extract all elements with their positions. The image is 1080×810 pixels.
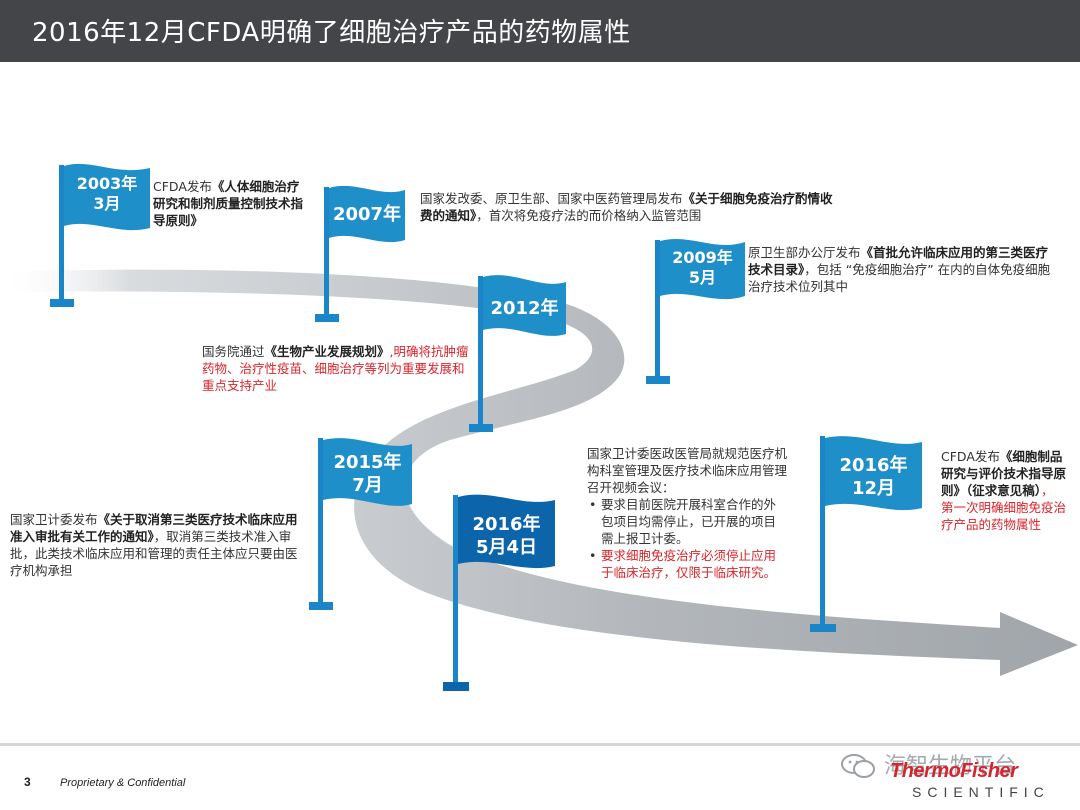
flag-pole [646, 376, 670, 384]
flag-pole [50, 299, 74, 307]
flag-year: 2016年 [472, 514, 541, 535]
flag-label-2015: 2015年 7月 [323, 452, 412, 497]
flag-year: 2016年 [839, 455, 908, 476]
flag-month: 5月4日 [475, 536, 538, 558]
page-title: 2016年12月CFDA明确了细胞治疗产品的药物属性 [32, 18, 631, 48]
desc-intro: 国家卫计委医政医管局就规范医疗机构科室管理及医疗技术临床应用管理召开视频会议： [587, 446, 788, 495]
flag-year: 2012年 [490, 298, 559, 319]
flag-year: 2007年 [332, 204, 402, 225]
flag-2015-7 [323, 438, 412, 506]
highlight-text: ，第一次明确细胞免疫治疗产品的药物属性 [941, 483, 1067, 532]
page-number: 3 [24, 775, 31, 789]
flag-month: 12月 [851, 477, 896, 499]
brand-logo: ThermoFisher [890, 760, 1018, 782]
flag-pole [315, 314, 339, 322]
desc-text: ，包括 “免疫细胞治疗” 在内的自体免疫细胞治疗技术位列其中 [748, 262, 1051, 294]
flag-2012 [483, 275, 566, 336]
brand-subtitle: SCIENTIFIC [912, 784, 1050, 800]
confidential-notice: Proprietary & Confidential [60, 777, 186, 789]
flag-pole [324, 187, 329, 318]
desc-text: 原卫生部办公厅发布 [748, 245, 861, 260]
flag-year: 2009年 [672, 248, 733, 267]
title-bar: 2016年12月CFDA明确了细胞治疗产品的药物属性 [0, 0, 1080, 62]
flag-pole [59, 165, 64, 303]
doc-title: 《关于取消第三类医疗技术临床应用准入审批有关工作的通知》 [10, 512, 298, 544]
event-desc-2016-dec: CFDA发布《细胞制品研究与评价技术指导原则》（征求意见稿），第一次明确细胞免疫… [941, 448, 1066, 533]
flag-label-2016-may: 2016年 5月4日 [458, 514, 555, 559]
flag-2009 [660, 238, 745, 300]
flag-pole [478, 276, 483, 428]
flag-label-2007: 2007年 [329, 204, 405, 227]
wechat-icon [841, 754, 875, 778]
watermark-text: 海智生物平台 [884, 754, 1017, 779]
flag-2016-12 [825, 436, 922, 511]
desc-text: ，首次将免疫疗法的而价格纳入监管范围 [476, 208, 702, 223]
desc-text: ，取消第三类技术准入审批，此类技术临床应用和管理的责任主体应只要由医疗机构承担 [10, 529, 298, 578]
desc-text: 国家发改委、原卫生部、国家中医药管理局发布 [420, 191, 683, 206]
flag-pole [655, 240, 660, 380]
event-desc-2012: 国务院通过《生物产业发展规划》,明确将抗肿瘤药物、治疗性疫苗、细胞治疗等列为重要… [202, 343, 472, 394]
flag-year: 2015年 [333, 452, 402, 473]
flag-pole [820, 436, 825, 628]
desc-text: CFDA发布 [153, 179, 212, 194]
flag-month: 3月 [93, 194, 121, 213]
event-desc-2009: 原卫生部办公厅发布《首批允许临床应用的第三类医疗技术目录》，包括 “免疫细胞治疗… [748, 244, 1053, 295]
flag-label-2012: 2012年 [483, 298, 566, 321]
highlight-text: ,明确将抗肿瘤药物、治疗性疫苗、细胞治疗等列为重要发展和重点支持产业 [202, 344, 469, 393]
flag-pole [443, 682, 469, 691]
flag-2003 [64, 163, 150, 231]
event-desc-2007: 国家发改委、原卫生部、国家中医药管理局发布《关于细胞免疫治疗酌情收费的通知》，首… [420, 190, 840, 224]
flag-year: 2003年 [76, 174, 138, 193]
doc-title: 《首批允许临床应用的第三类医疗技术目录》 [748, 245, 1049, 277]
event-desc-2003: CFDA发布《人体细胞治疗研究和制剂质量控制技术指导原则》 [153, 178, 303, 229]
flags [64, 163, 922, 569]
event-desc-2015: 国家卫计委发布《关于取消第三类医疗技术临床应用准入审批有关工作的通知》，取消第三… [10, 511, 306, 579]
timeline-diagram [0, 163, 1078, 691]
flag-2007 [329, 185, 405, 243]
doc-title: 《生物产业发展规划》 [264, 344, 390, 359]
desc-text: 国家卫计委发布 [10, 512, 98, 527]
bullet-item-highlight: 要求细胞免疫治疗必须停止应用于临床治疗，仅限于临床研究。 [587, 547, 787, 581]
flag-pole [318, 438, 323, 606]
flag-label-2009: 2009年 5月 [660, 248, 745, 288]
flag-month: 5月 [688, 268, 717, 287]
flag-pole [810, 624, 836, 632]
flag-label-2003: 2003年 3月 [64, 174, 150, 214]
doc-title: 《关于细胞免疫治疗酌情收费的通知》 [420, 191, 833, 223]
flag-month: 7月 [352, 474, 383, 496]
flag-pole [453, 495, 458, 685]
event-desc-2016-may: 国家卫计委医政医管局就规范医疗机构科室管理及医疗技术临床应用管理召开视频会议： … [587, 445, 787, 581]
footer-divider [0, 743, 1080, 746]
flag-2016-5 [458, 494, 555, 569]
flag-pole [309, 602, 333, 610]
desc-text: 国务院通过 [202, 344, 265, 359]
flag-label-2016-dec: 2016年 12月 [825, 455, 922, 500]
timeline-road [0, 269, 1078, 676]
flag-pole [469, 424, 493, 432]
doc-title: 《人体细胞治疗研究和制剂质量控制技术指导原则》 [153, 179, 304, 228]
doc-title: 《细胞制品研究与评价技术指导原则》（征求意见稿） [941, 449, 1067, 498]
bullet-list: 要求目前医院开展科室合作的外包项目均需停止，已开展的项目需上报卫计委。 要求细胞… [587, 496, 787, 581]
desc-text: CFDA发布 [941, 449, 1000, 464]
bullet-item: 要求目前医院开展科室合作的外包项目均需停止，已开展的项目需上报卫计委。 [587, 496, 787, 547]
flag-poles [50, 165, 836, 691]
